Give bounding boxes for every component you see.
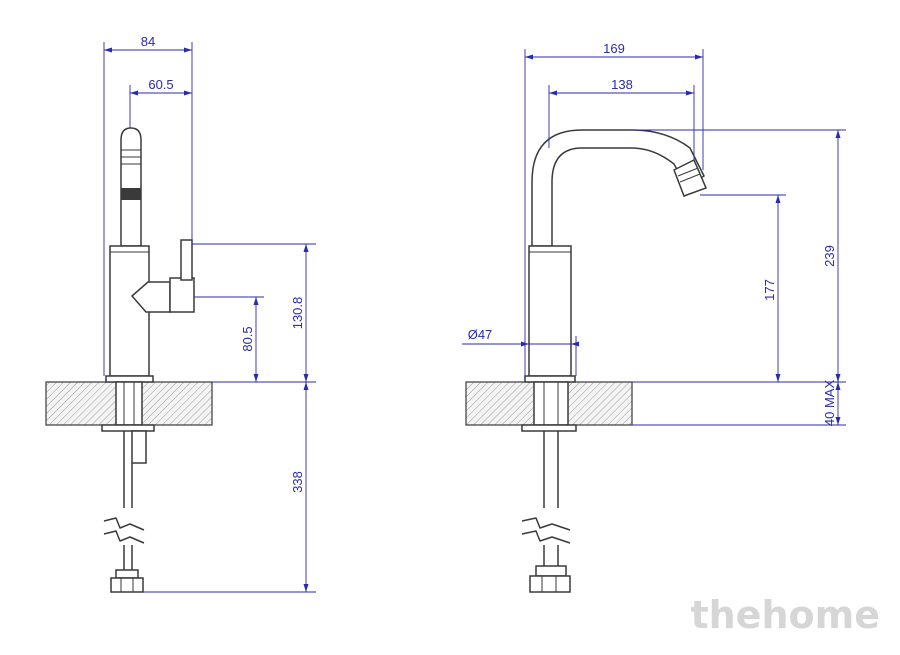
dim-338-label: 338 [290,471,305,493]
side-hose [123,431,133,508]
dim-84-label: 84 [141,34,155,49]
side-lever-handle [180,239,193,281]
front-spout [531,129,705,247]
front-hose-nuts [535,565,567,577]
front-view [465,129,708,593]
dim-60-5-label: 60.5 [148,77,173,92]
side-hose-nut [115,569,139,579]
front-dimensions [462,49,846,426]
front-body [528,245,572,377]
side-view [45,127,213,593]
side-aerator [121,188,141,200]
watermark-logo: thehome [690,593,880,637]
dim-130-8-label: 130.8 [290,297,305,330]
dim-80-5-label: 80.5 [240,326,255,351]
side-base-ring [105,375,154,383]
dim-40-max-label: 40 MAX [822,380,837,427]
side-dimensions [103,42,316,593]
dim-177-label: 177 [762,279,777,301]
dim-138-label: 138 [611,77,633,92]
front-hose [543,431,559,508]
dim-169-label: 169 [603,41,625,56]
side-body [109,245,150,377]
front-base-ring [524,375,576,383]
side-spout [120,127,142,247]
dim-239-label: 239 [822,245,837,267]
dim-diameter-47-label: Ø47 [468,327,493,342]
